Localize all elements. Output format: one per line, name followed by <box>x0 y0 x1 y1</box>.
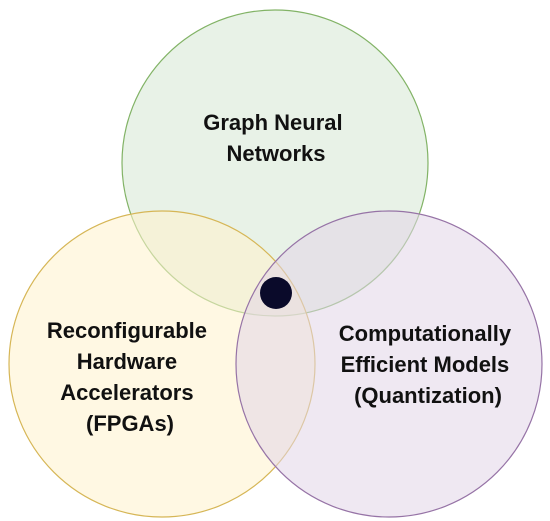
set-circle-quant <box>235 210 543 518</box>
intersection-marker <box>260 277 292 309</box>
set-label-quant: Computationally Efficient Models (Quanti… <box>339 321 517 408</box>
set-label-gnn: Graph Neural Networks <box>203 110 349 166</box>
set-label-fpga: Reconfigurable Hardware Accelerators (FP… <box>47 318 213 436</box>
